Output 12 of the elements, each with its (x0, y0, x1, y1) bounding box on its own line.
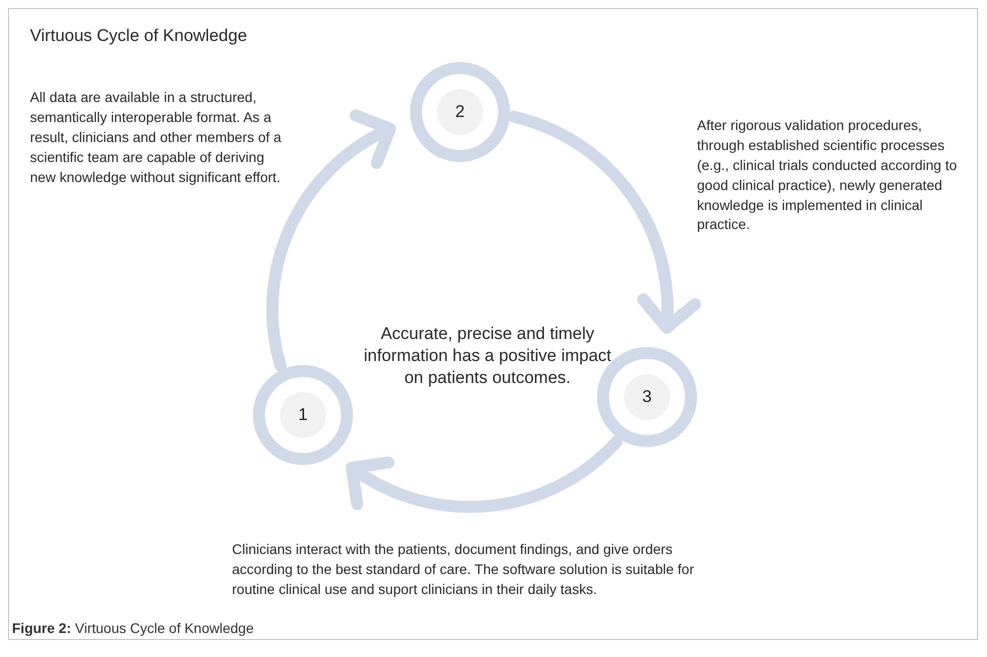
description-text: Clinicians interact with the patients, document findings, and give orders according to the best standard of care. The software solution is suitable for routine clinical use and suport clinicians in their daily tasks. (232, 540, 695, 599)
step-number: 1 (280, 392, 326, 438)
curved-arrow (266, 112, 396, 372)
curved-arrow (508, 110, 700, 334)
diagram-title: Virtuous Cycle of Knowledge (30, 26, 248, 46)
step-number: 2 (437, 89, 483, 135)
description-text: After rigorous validation procedures, through established scientific processes (e.g., clinical trials conducted according to good clinical practice), newly generated knowledge is implemented in clinical practice. (697, 116, 958, 234)
step-number: 3 (624, 374, 670, 420)
description-text: Accurate, precise and timely information has a positive impact on patients outcomes. (362, 323, 612, 390)
figure-caption: Figure 2: Virtuous Cycle of Knowledge (12, 620, 254, 636)
curved-arrow (346, 436, 623, 513)
description-text: All data are available in a structured, semantically interoperable format. As a result, clinicians and other members of a scientific team are capable of deriving new knowledge without significant effort. (30, 88, 282, 187)
